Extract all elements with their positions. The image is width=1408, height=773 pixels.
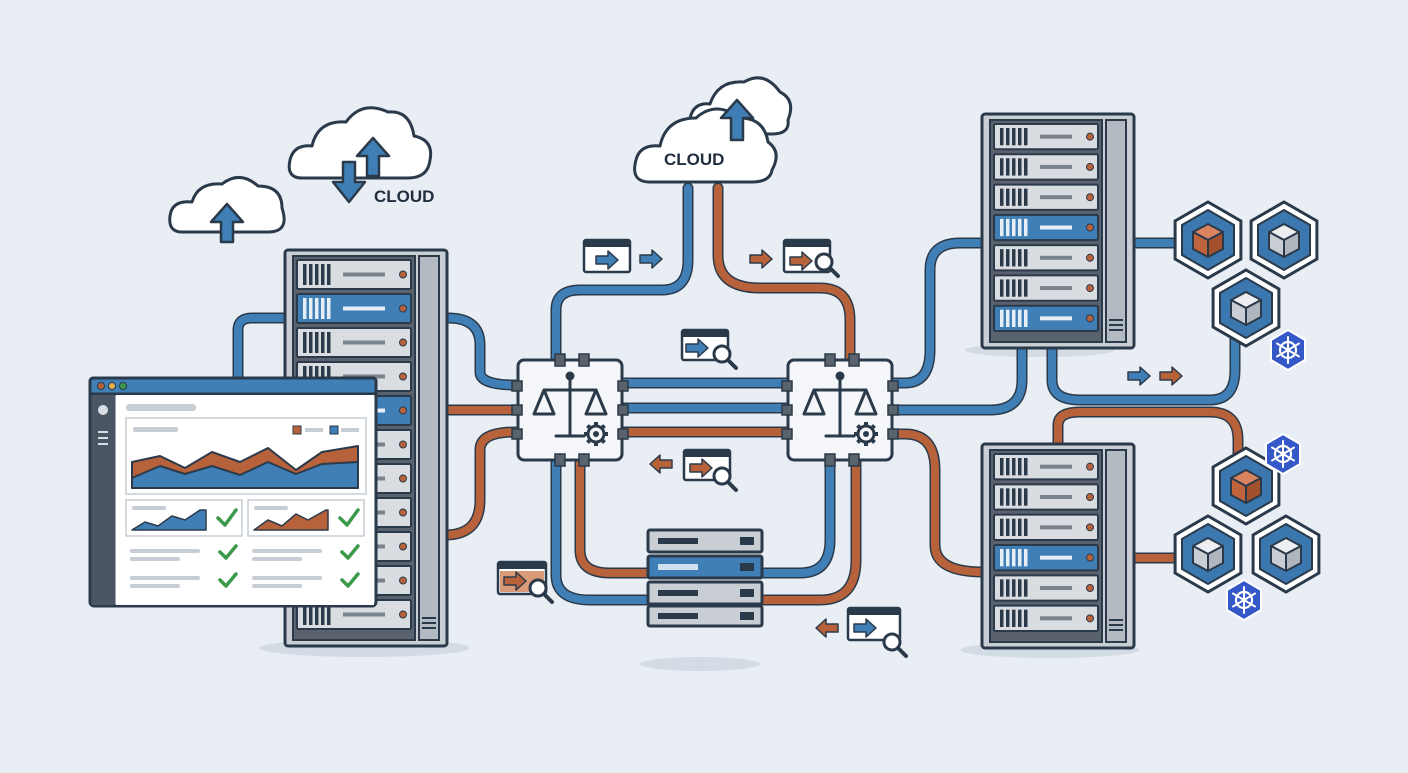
- upload-arrow-icon: [355, 136, 391, 178]
- container-hex-3: [1211, 268, 1281, 348]
- container-hex-4: [1211, 446, 1281, 526]
- container-hex-1: [1173, 200, 1243, 280]
- log-window-icon: [782, 238, 840, 278]
- menu-icon: [98, 431, 108, 445]
- container-cube-icon: [1270, 537, 1302, 572]
- upload-arrow-icon: [719, 98, 755, 142]
- log-window-icon: [680, 328, 738, 370]
- window-minimize-icon: [108, 382, 116, 390]
- gear-icon: [584, 422, 608, 446]
- load-balancer-scale-icon: [532, 371, 608, 438]
- kubernetes-wheel-icon: [1225, 578, 1263, 622]
- log-window-icon: [846, 606, 908, 658]
- container-cube-icon: [1192, 223, 1224, 258]
- log-window-icon: [682, 448, 738, 492]
- cloud-label-top: CLOUD: [664, 150, 724, 169]
- gear-icon: [854, 422, 878, 446]
- log-window-icon: [496, 560, 554, 604]
- checkmark-icons: [216, 508, 360, 588]
- load-balancer-right: [781, 353, 899, 467]
- line-chart-icon: [131, 445, 359, 489]
- load-balancer-scale-icon: [802, 371, 878, 438]
- container-hex-6: [1251, 514, 1321, 594]
- cloud-label-left: CLOUD: [374, 187, 434, 206]
- cloud-icon-top: CLOUD: [633, 76, 793, 184]
- load-balancers: [511, 353, 899, 467]
- avatar-icon: [98, 405, 108, 415]
- download-arrow-icon: [331, 160, 367, 204]
- container-cube-icon: [1268, 223, 1300, 258]
- container-cluster: [1173, 200, 1321, 622]
- load-balancer-left: [511, 353, 629, 467]
- window-close-icon: [97, 382, 105, 390]
- container-hex-2: [1249, 200, 1319, 280]
- upload-arrow-icon: [209, 202, 245, 244]
- central-storage-stack: [646, 528, 764, 628]
- container-cube-icon: [1192, 537, 1224, 572]
- server-rack-icon-right-top: [980, 112, 1136, 350]
- kubernetes-wheel-icon: [1264, 432, 1302, 476]
- window-maximize-icon: [119, 382, 127, 390]
- log-inspection-icons: [496, 238, 1183, 658]
- kubernetes-wheel-icon: [1269, 328, 1307, 372]
- monitoring-dashboard-window: [88, 376, 378, 608]
- container-hex-5: [1173, 514, 1243, 594]
- log-window-icon: [582, 238, 632, 274]
- container-cube-icon: [1230, 291, 1262, 326]
- cloud-icon-left: CLOUD: [287, 106, 434, 206]
- server-rack-icon-right-bottom: [980, 442, 1136, 650]
- cloud-icon-small-left: [168, 176, 286, 244]
- container-cube-icon: [1230, 469, 1262, 504]
